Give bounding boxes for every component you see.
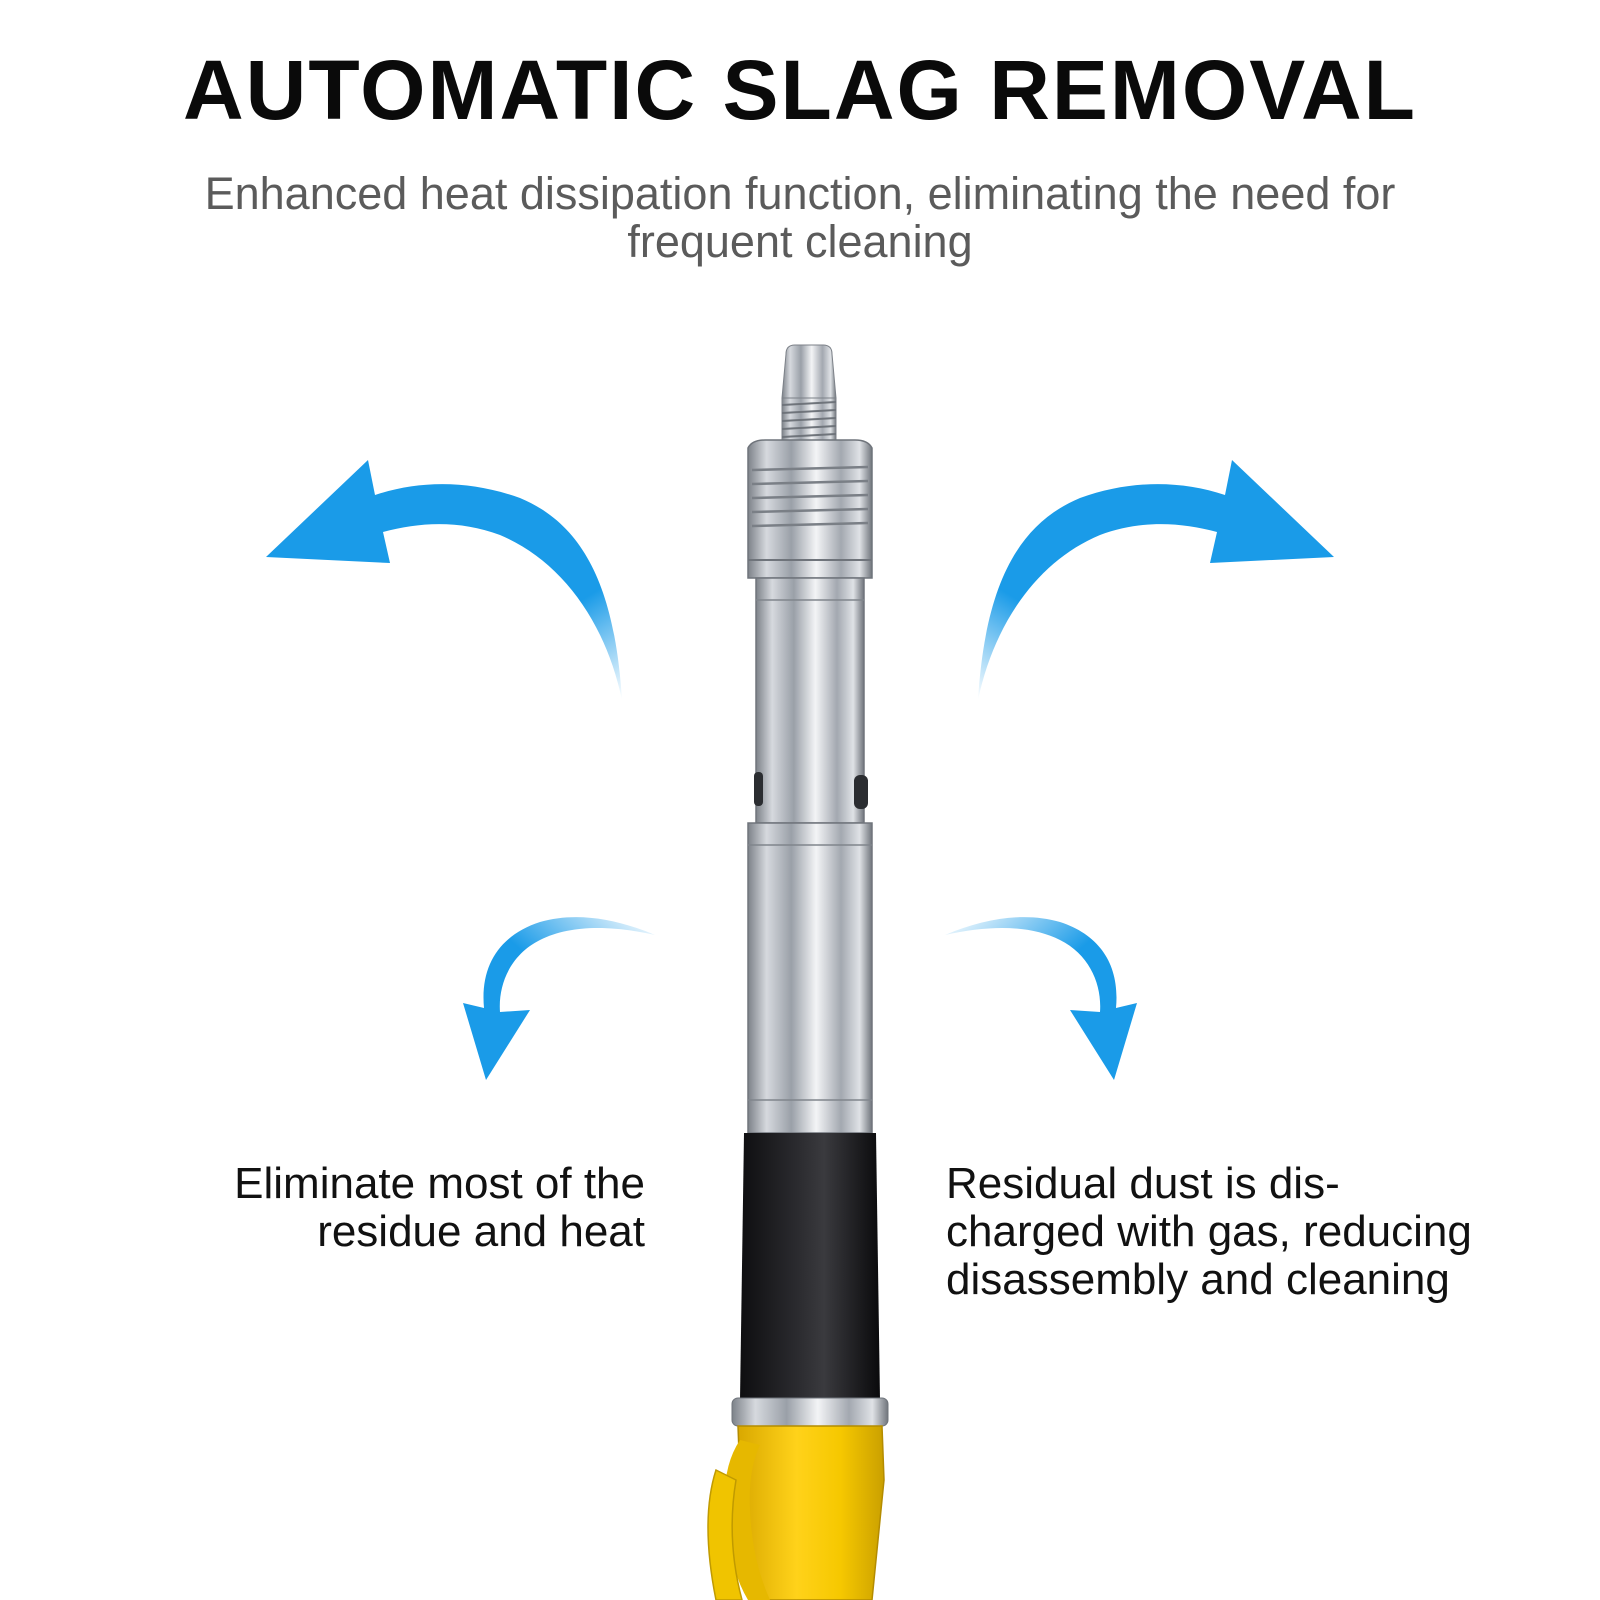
caption-left: Eliminate most of the residue and heat [234,1159,645,1256]
page-title: AUTOMATIC SLAG REMOVAL [183,43,1417,137]
curved-arrow-down-left-icon [463,917,655,1080]
curved-arrow-down-right-icon [945,917,1137,1080]
caption-right: Residual dust is dis- charged with gas, … [946,1159,1472,1304]
curved-arrow-up-right-icon [978,460,1334,700]
page-subtitle: Enhanced heat dissipation function, elim… [204,168,1396,267]
nail-gun-tool-icon [707,344,889,1600]
curved-arrow-up-left-icon [266,460,622,700]
